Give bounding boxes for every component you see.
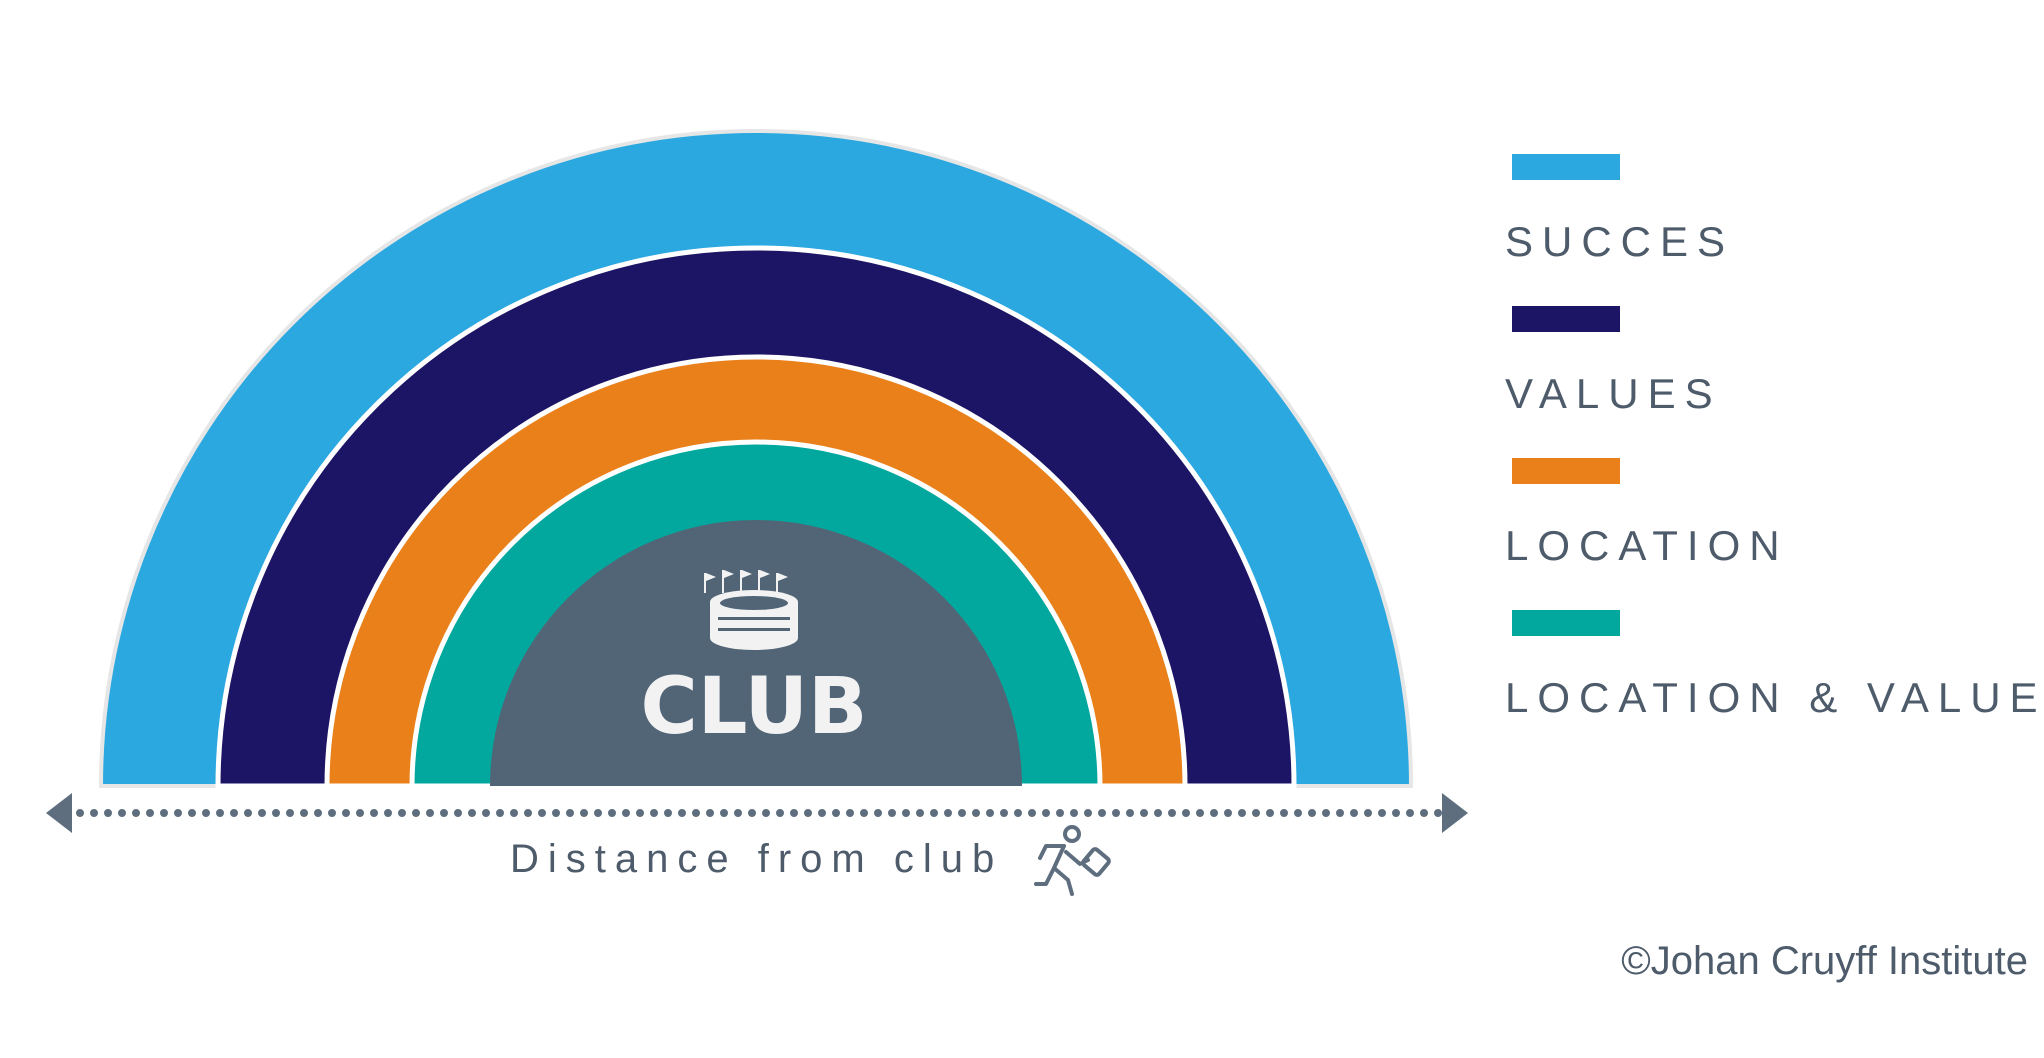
center-label: CLUB xyxy=(641,662,868,752)
club-core xyxy=(490,520,1022,786)
legend-swatch-values xyxy=(1512,306,1620,332)
legend-label-values: VALUES xyxy=(1505,370,1722,417)
legend-swatch-location-values xyxy=(1512,610,1620,636)
legend: SUCCES VALUES LOCATION LOCATION & VALUES xyxy=(1505,154,2044,721)
stadium-icon xyxy=(704,570,798,650)
legend-label-succes: SUCCES xyxy=(1505,218,1734,265)
rings xyxy=(98,129,1414,789)
distance-axis-label: Distance from club xyxy=(510,837,1003,881)
traveler-with-suitcase-icon xyxy=(1034,825,1111,896)
legend-swatch-location xyxy=(1512,458,1620,484)
legend-label-location-values: LOCATION & VALUES xyxy=(1505,674,2044,721)
copyright-notice: ©Johan Cruyff Institute xyxy=(1621,939,2028,983)
axis-left-arrowhead xyxy=(46,793,72,833)
axis-right-arrowhead xyxy=(1442,793,1468,833)
legend-label-location: LOCATION xyxy=(1505,522,1789,569)
legend-swatch-succes xyxy=(1512,154,1620,180)
distance-axis xyxy=(46,793,1468,833)
